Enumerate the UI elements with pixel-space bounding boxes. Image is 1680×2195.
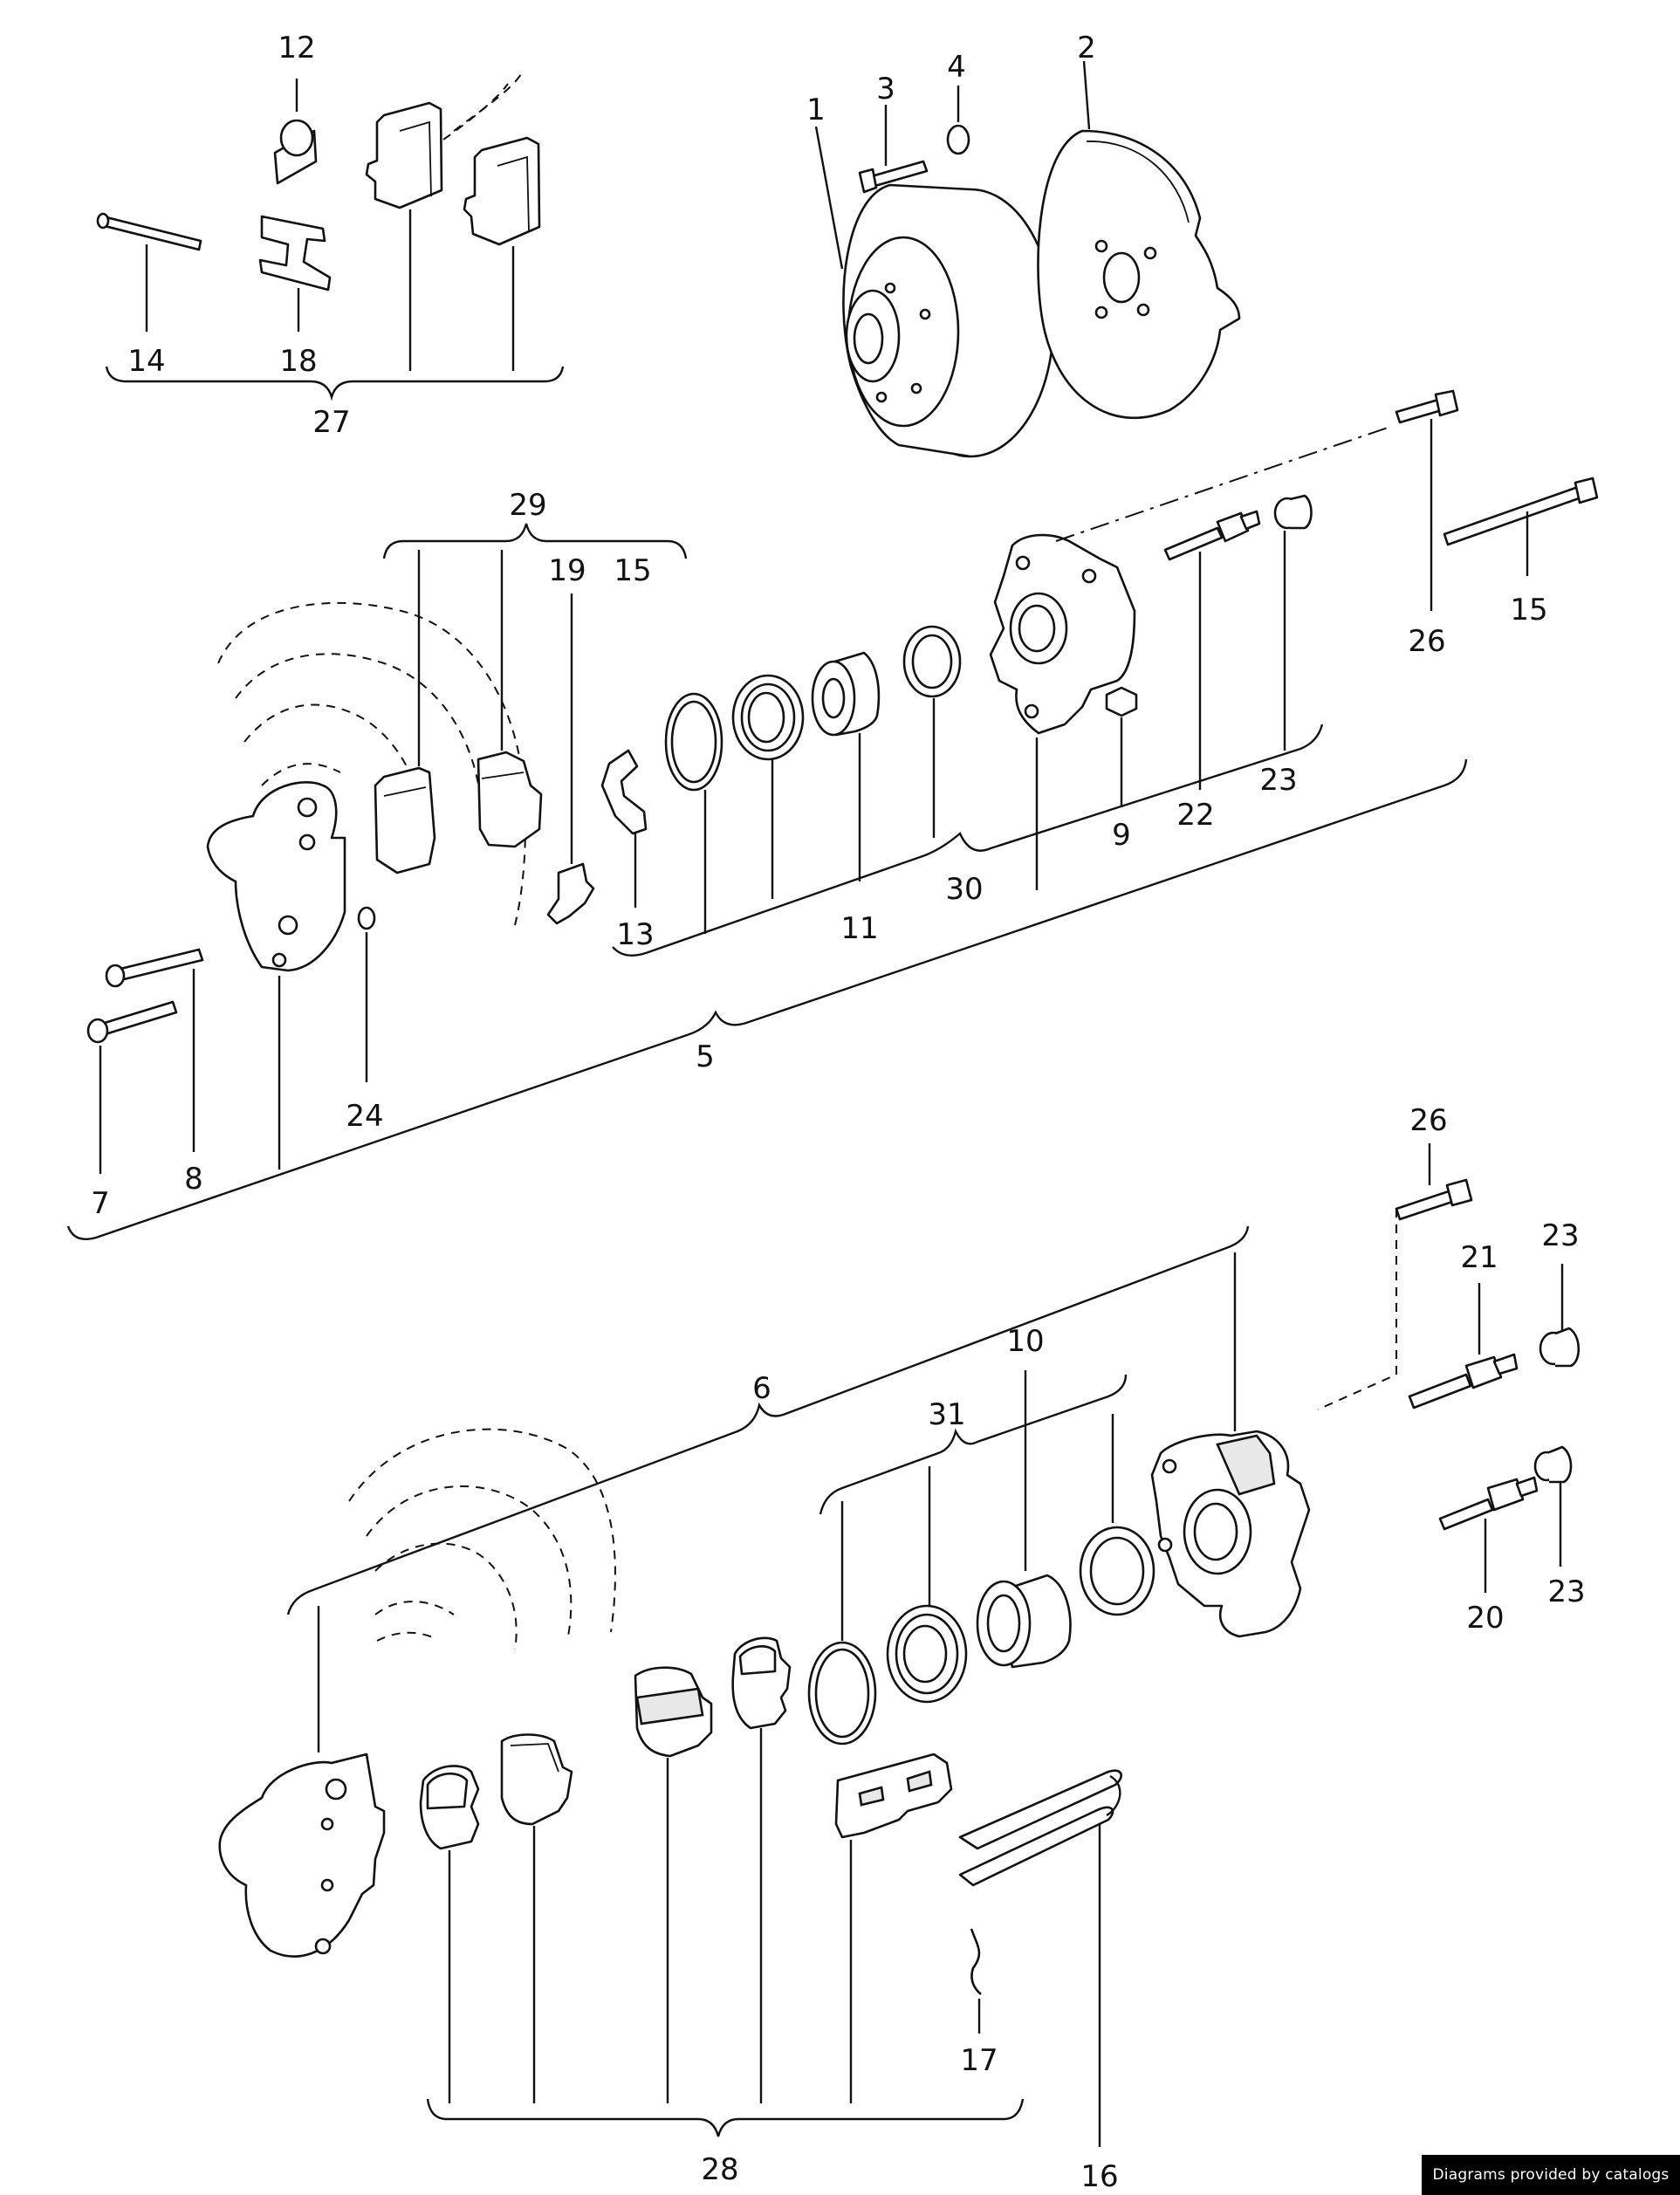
cap-23c <box>1533 1445 1573 1567</box>
brake-pad-28b <box>634 1666 713 2103</box>
clip-17 <box>970 1928 982 2034</box>
callout-6: 6 <box>752 1371 771 1406</box>
spreader-clip-18 <box>258 215 332 332</box>
retaining-ring-31 <box>807 1501 877 1746</box>
callout-15b: 15 <box>1510 593 1547 628</box>
callout-15a: 15 <box>614 553 651 588</box>
callout-3: 3 <box>876 72 895 106</box>
callout-20: 20 <box>1466 1601 1504 1636</box>
callout-22: 22 <box>1176 798 1214 833</box>
shim-28b <box>731 1636 792 2103</box>
caliper-housing <box>989 533 1136 890</box>
brake-disc-1 <box>814 126 1055 458</box>
caliper-housing-6 <box>1150 1252 1311 1638</box>
brake-pad-27b <box>463 136 541 371</box>
callout-27: 27 <box>312 405 350 440</box>
piston-seal-31 <box>1079 1414 1155 1616</box>
shim-28a <box>419 1765 480 2103</box>
dust-boot-31 <box>886 1466 968 1704</box>
guide-pin-15 <box>1443 477 1599 576</box>
callout-7: 7 <box>91 1186 110 1221</box>
cap-23b <box>1539 1264 1581 1368</box>
caliper-half-5 <box>206 781 346 1170</box>
callout-13: 13 <box>616 917 654 952</box>
nut-9 <box>1105 686 1138 807</box>
bolt-7 <box>86 1000 178 1174</box>
callout-23a: 23 <box>1259 763 1297 798</box>
bracket-5 <box>66 758 1468 1241</box>
bleeder-21 <box>1408 1283 1519 1410</box>
callout-21: 21 <box>1460 1240 1498 1275</box>
bracket-6 <box>286 1225 1250 1615</box>
callout-28: 28 <box>701 2152 738 2187</box>
callout-31: 31 <box>928 1397 965 1432</box>
cap-23a <box>1273 494 1313 751</box>
piston-seal <box>902 625 962 838</box>
callout-16: 16 <box>1080 2159 1118 2194</box>
callout-4: 4 <box>947 50 966 85</box>
callout-8: 8 <box>184 1162 203 1197</box>
callout-5: 5 <box>696 1039 715 1074</box>
piston-10 <box>976 1370 1072 1669</box>
bracket-31 <box>819 1374 1128 1515</box>
bracket-30 <box>612 724 1324 957</box>
callout-10: 10 <box>1006 1324 1044 1359</box>
callout-26b: 26 <box>1409 1103 1447 1138</box>
callout-18: 18 <box>279 344 317 379</box>
dust-boot <box>731 674 805 899</box>
pin-14 <box>96 212 202 332</box>
bolt-26a <box>1395 389 1459 611</box>
callout-19: 19 <box>548 553 586 588</box>
piston-11 <box>811 651 881 881</box>
brake-pad-27a <box>365 101 443 371</box>
callout-2: 2 <box>1077 31 1096 65</box>
callout-17: 17 <box>960 2043 998 2078</box>
ring-24 <box>357 906 376 1082</box>
spring-12 <box>273 79 318 185</box>
bleeder-22 <box>1163 510 1261 790</box>
brake-pad-28a <box>500 1733 573 2103</box>
callout-9: 9 <box>1112 818 1131 853</box>
callout-1: 1 <box>806 93 826 127</box>
clip-19 <box>546 593 595 925</box>
splash-shield-2 <box>1037 60 1241 420</box>
bolt-3 <box>858 105 929 194</box>
bleeder-20 <box>1438 1476 1539 1593</box>
washer-4 <box>946 86 970 155</box>
callout-29: 29 <box>509 488 546 523</box>
brake-pad-29b <box>477 550 543 848</box>
retaining-ring <box>664 692 723 934</box>
callout-23c: 23 <box>1547 1574 1585 1609</box>
bracket-13 <box>600 749 648 908</box>
callout-11: 11 <box>840 911 878 946</box>
anti-rattle-spring <box>834 1753 953 2103</box>
bracket-29 <box>382 523 688 559</box>
bolt-26b <box>1395 1143 1473 1221</box>
bolt-8 <box>105 948 204 1152</box>
bracket-28 <box>426 2098 1025 2137</box>
pin-16 <box>958 1769 1122 2147</box>
callout-26a: 26 <box>1408 624 1445 659</box>
callout-12: 12 <box>278 31 315 65</box>
watermark-label: Diagrams provided by catalogs parts <box>1422 2155 1680 2195</box>
caliper-half-6 <box>218 1606 386 1958</box>
brake-pad-29a <box>374 550 436 875</box>
callout-14: 14 <box>127 344 165 379</box>
bracket-27 <box>105 366 565 401</box>
callout-23b: 23 <box>1541 1218 1579 1253</box>
callout-30: 30 <box>945 872 983 907</box>
callout-24: 24 <box>346 1099 383 1134</box>
